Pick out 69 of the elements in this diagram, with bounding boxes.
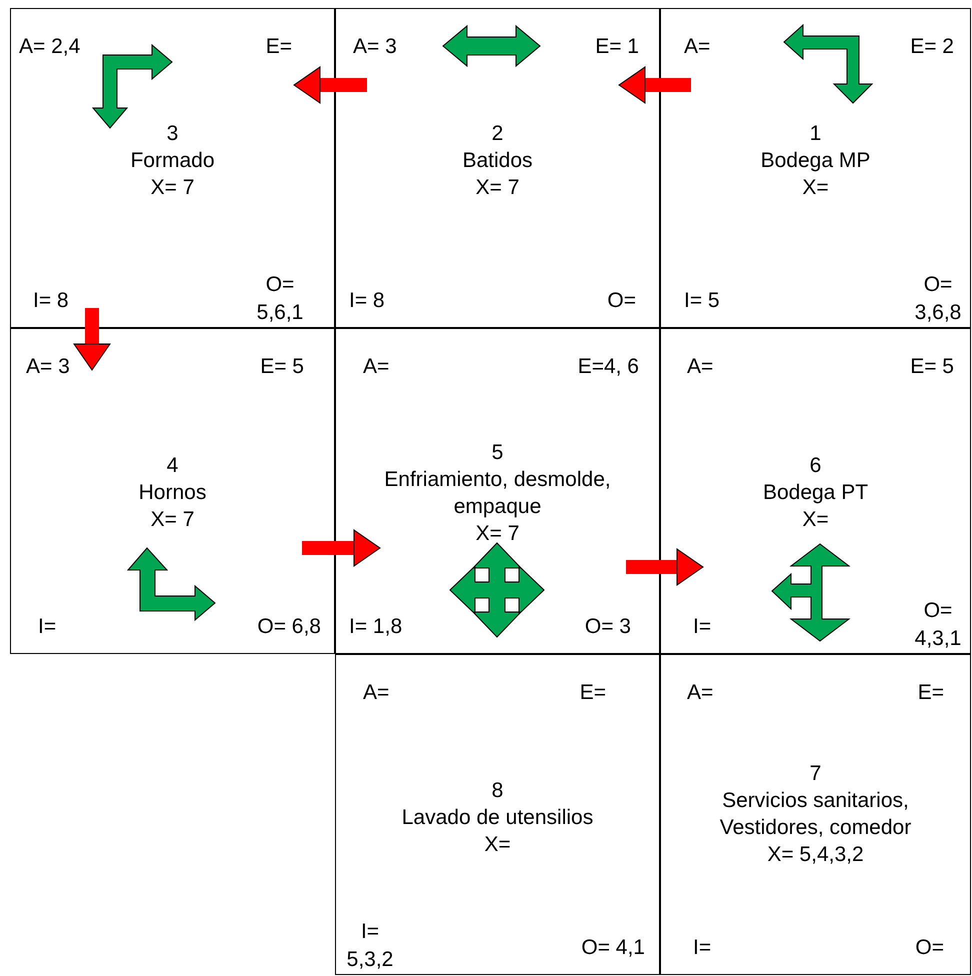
area-box [10, 328, 335, 654]
relationship-code: X= [484, 832, 511, 858]
relationship-code: O= 6,8 [257, 614, 321, 640]
area-name: Servicios sanitarios, Vestidores, comedor [718, 788, 912, 841]
relationship-code: X= [802, 175, 829, 201]
relationship-code: E= [580, 680, 606, 706]
area-number: 4 [166, 453, 178, 479]
relationship-code: O= 4,1 [581, 935, 645, 961]
area-number: 1 [810, 121, 822, 147]
relationship-code: A= [363, 680, 390, 706]
area-name: Batidos [462, 148, 533, 174]
relationship-code: I= 8 [349, 288, 385, 314]
relationship-code: X= 7 [150, 175, 194, 201]
area-name: Formado [130, 148, 215, 174]
relationship-code: A= [363, 354, 390, 380]
relationship-code: X= 7 [476, 521, 520, 547]
relationship-code: O= 5,6,1 [256, 272, 304, 326]
relationship-code: X= [802, 507, 829, 533]
area-name: Lavado de utensilios [402, 805, 594, 831]
area-box [335, 654, 660, 975]
relationship-code: I= [38, 614, 56, 640]
area-number: 8 [492, 778, 504, 804]
relationship-code: I= 1,8 [349, 614, 402, 640]
area-number: 3 [166, 121, 178, 147]
flow-arrow [626, 548, 704, 586]
area-name: Bodega MP [760, 148, 870, 174]
area-box [335, 328, 660, 654]
relationship-code: I= 5 [684, 288, 720, 314]
relationship-code: A= 3 [26, 354, 70, 380]
relationship-code: O= 3,6,8 [914, 272, 962, 326]
relationship-code: E= [266, 34, 292, 60]
relationship-code: E= 2 [910, 34, 954, 60]
relationship-code: O= [607, 288, 636, 314]
relationship-code: I= [693, 935, 712, 961]
relationship-code: X= 5,4,3,2 [767, 842, 864, 868]
relationship-code: A= [687, 680, 714, 706]
area-box [335, 8, 660, 328]
relationship-code: O= 4,3,1 [914, 598, 962, 652]
area-number: 2 [492, 121, 504, 147]
area-box [10, 8, 335, 328]
flow-arrow [302, 530, 380, 566]
relationship-code: O= [915, 935, 944, 961]
relationship-code: E= 5 [910, 354, 954, 380]
relationship-code: A= 3 [353, 34, 397, 60]
relationship-code: X= 7 [150, 507, 194, 533]
relationship-code: I= [693, 614, 712, 640]
relationship-code: E= [918, 680, 944, 706]
area-box [660, 8, 971, 328]
area-box [660, 654, 971, 975]
area-box [660, 328, 971, 654]
flow-arrow [294, 66, 367, 104]
area-number: 7 [810, 761, 822, 787]
relationship-code: I= 5,3,2 [346, 919, 394, 973]
area-name: Bodega PT [762, 480, 868, 506]
relationship-code: E=4, 6 [578, 354, 639, 380]
relationship-code: E= 1 [595, 34, 639, 60]
area-number: 6 [810, 453, 822, 479]
area-name: Enfriamiento, desmolde, empaque [383, 467, 612, 520]
flow-arrow [74, 308, 110, 370]
area-number: 5 [492, 440, 504, 466]
flow-arrow [618, 66, 691, 104]
relationship-code: A= 2,4 [19, 34, 80, 60]
relationship-code: X= 7 [476, 175, 520, 201]
relationship-code: O= 3 [584, 614, 631, 640]
relationship-code: E= 5 [260, 354, 304, 380]
relationship-code: A= [684, 34, 710, 60]
relationship-code: A= [687, 354, 714, 380]
area-name: Hornos [138, 480, 206, 506]
relationship-code: I= 8 [33, 288, 69, 314]
